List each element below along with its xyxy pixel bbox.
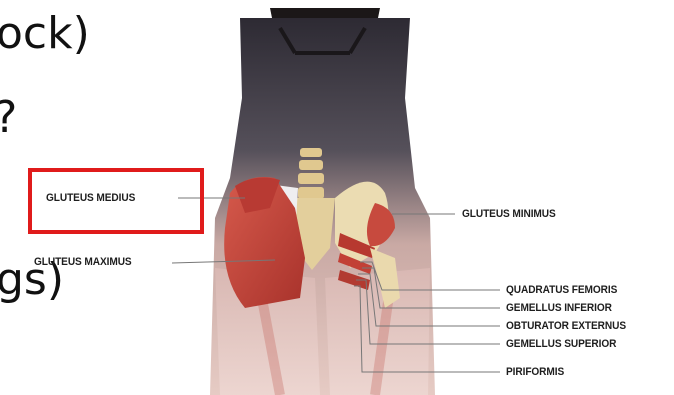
label-gluteus-minimus: GLUTEUS MINIMUS	[462, 208, 556, 220]
label-piriformis: PIRIFORMIS	[506, 366, 564, 378]
label-gemellus-inferior: GEMELLUS INFERIOR	[506, 302, 612, 314]
label-gemellus-superior: GEMELLUS SUPERIOR	[506, 338, 616, 350]
label-obturator-externus: OBTURATOR EXTERNUS	[506, 320, 626, 332]
label-gluteus-medius: GLUTEUS MEDIUS	[46, 192, 135, 204]
label-quadratus-femoris: QUADRATUS FEMORIS	[506, 284, 617, 296]
label-gluteus-maximus: GLUTEUS MAXIMUS	[34, 256, 132, 268]
